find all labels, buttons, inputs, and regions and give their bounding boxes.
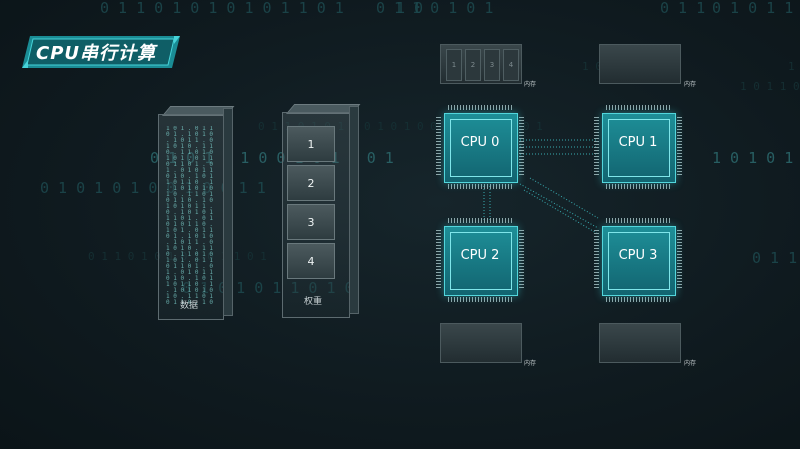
memory-label: 内存	[684, 81, 697, 88]
cpu-3-label: CPU 3	[618, 248, 658, 263]
memory-cell: 2	[465, 49, 481, 81]
data-stream: 1 0 1 . 0 1 1 0 . 1 0 1 . 1 0 1 0 1 0 . …	[166, 126, 213, 306]
cpu-2: CPU 2	[436, 218, 524, 302]
memory-block-1	[599, 44, 681, 84]
memory-block-0: 1 2 3 4	[440, 44, 522, 84]
memory-block-2	[440, 323, 522, 363]
cpu-0-label: CPU 0	[460, 135, 500, 150]
cpu-2-label: CPU 2	[460, 248, 500, 263]
weight-box-4: 4	[287, 243, 335, 279]
weight-column-side	[349, 106, 359, 314]
page-title: CPU串行计算	[36, 43, 157, 64]
data-column: 1 0 1 . 0 1 1 0 . 1 0 1 . 1 0 1 0 1 0 . …	[154, 106, 235, 322]
memory-cell: 4	[503, 49, 519, 81]
binary-rain: 1 0 1 1 0 1 1 0 1 0 1 0 1 1 0 1 0 1 0 1 …	[788, 60, 795, 73]
memory-label: 内存	[524, 360, 537, 367]
weight-column-label: 权重	[304, 297, 323, 307]
title-badge: CPU串行计算	[22, 36, 180, 68]
weight-box-2: 2	[287, 165, 335, 201]
memory-label: 内存	[684, 360, 697, 367]
weight-column: 1 2 3 4 权重	[278, 104, 361, 320]
memory-cell: 3	[484, 49, 500, 81]
memory-cell: 1	[446, 49, 462, 81]
memory-block-3	[599, 323, 681, 363]
cpu-1: CPU 1	[594, 105, 682, 189]
cpu-1-label: CPU 1	[618, 135, 658, 150]
memory-label: 内存	[524, 81, 537, 88]
title-badge-frame	[22, 36, 180, 68]
data-column-side	[223, 108, 233, 316]
cpu-3: CPU 3	[594, 218, 682, 302]
cpu-0: CPU 0	[436, 105, 524, 189]
weight-box-1: 1	[287, 126, 335, 162]
data-column-label: 数据	[180, 301, 199, 311]
weight-box-3: 3	[287, 204, 335, 240]
